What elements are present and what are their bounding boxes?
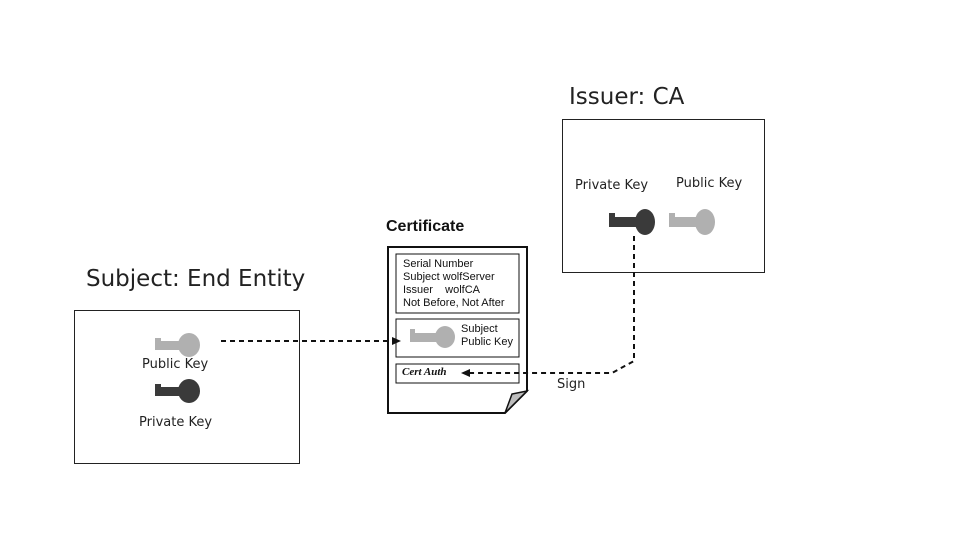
certificate-fields-box	[395, 253, 520, 314]
issuer-private-key-icon	[609, 209, 655, 235]
certificate-subject-key-box	[395, 318, 520, 358]
certificate-public-key-icon	[410, 326, 455, 348]
certificate-folded-corner	[504, 389, 530, 414]
certificate-title: Certificate	[386, 218, 465, 235]
subject-to-certificate-arrowhead	[392, 337, 401, 345]
issuer-sign-arrowhead	[461, 369, 470, 377]
sign-label: Sign	[557, 377, 586, 392]
subject-box: Public Key Private Key	[74, 310, 300, 464]
subject-public-key-icon	[155, 333, 200, 357]
certificate-issuer: Issuer wolfCA	[403, 284, 481, 296]
certificate-subject: Subject wolfServer	[403, 271, 495, 283]
issuer-sign-arrow	[470, 236, 635, 374]
certificate-subject-key-label-line2: Public Key	[461, 336, 513, 348]
certificate-signature: Cert Auth	[402, 366, 447, 378]
certificate-validity: Not Before, Not After	[403, 297, 505, 309]
subject-title: Subject: End Entity	[86, 266, 306, 292]
issuer-public-key-label: Public Key	[676, 176, 743, 191]
issuer-box: Private Key Public Key	[562, 119, 765, 273]
subject-private-key-label: Private Key	[139, 415, 213, 430]
issuer-private-key-label: Private Key	[575, 178, 649, 193]
subject-private-key-icon	[155, 379, 200, 403]
certificate-serial-number: Serial Number	[403, 258, 474, 270]
subject-public-key-label: Public Key	[142, 357, 209, 372]
issuer-public-key-icon	[669, 209, 715, 235]
issuer-title: Issuer: CA	[569, 84, 685, 110]
certificate-subject-key-label-line1: Subject	[461, 323, 498, 335]
